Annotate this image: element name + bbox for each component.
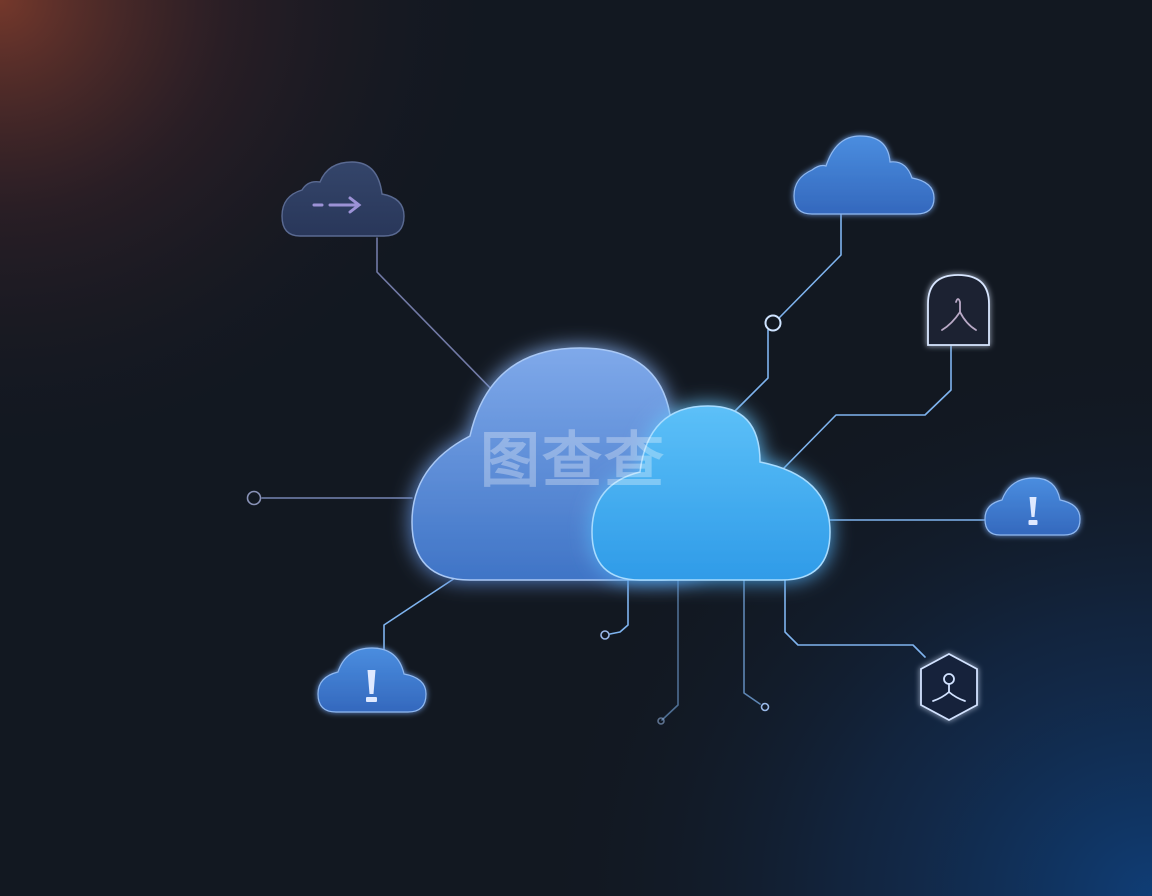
connector-top-right-cloud-lower xyxy=(727,329,769,419)
connector-bottom-left-cloud xyxy=(383,577,456,651)
connector-drop-3 xyxy=(743,579,761,705)
connector-shield-badge xyxy=(783,345,952,469)
shield-badge xyxy=(927,274,990,346)
connector-top-right-cloud-upper xyxy=(778,213,842,319)
connector-nodes xyxy=(246,314,782,725)
arrow-right-icon xyxy=(312,196,362,214)
user-node-icon xyxy=(932,673,966,702)
hexagon-badge xyxy=(920,652,978,722)
drop-node-2 xyxy=(657,717,665,725)
main-front-cloud xyxy=(591,405,831,581)
exclamation-icon xyxy=(1028,497,1038,525)
connector-hexagon-badge xyxy=(784,579,926,658)
bottom-left-alert-cloud xyxy=(317,647,427,713)
connector-drop-1 xyxy=(609,579,629,635)
drop-node-1 xyxy=(600,630,610,640)
connector-lines xyxy=(261,213,986,721)
right-alert-cloud xyxy=(984,477,1081,536)
connector-drop-2 xyxy=(661,579,679,721)
left-node xyxy=(246,490,262,506)
connector-transfer-cloud xyxy=(376,237,501,399)
transfer-cloud xyxy=(281,161,405,237)
top-right-node xyxy=(764,314,782,332)
network-node-icon xyxy=(941,298,977,331)
drop-node-3 xyxy=(760,702,770,712)
top-right-cloud xyxy=(793,135,935,215)
exclamation-icon xyxy=(366,670,377,702)
